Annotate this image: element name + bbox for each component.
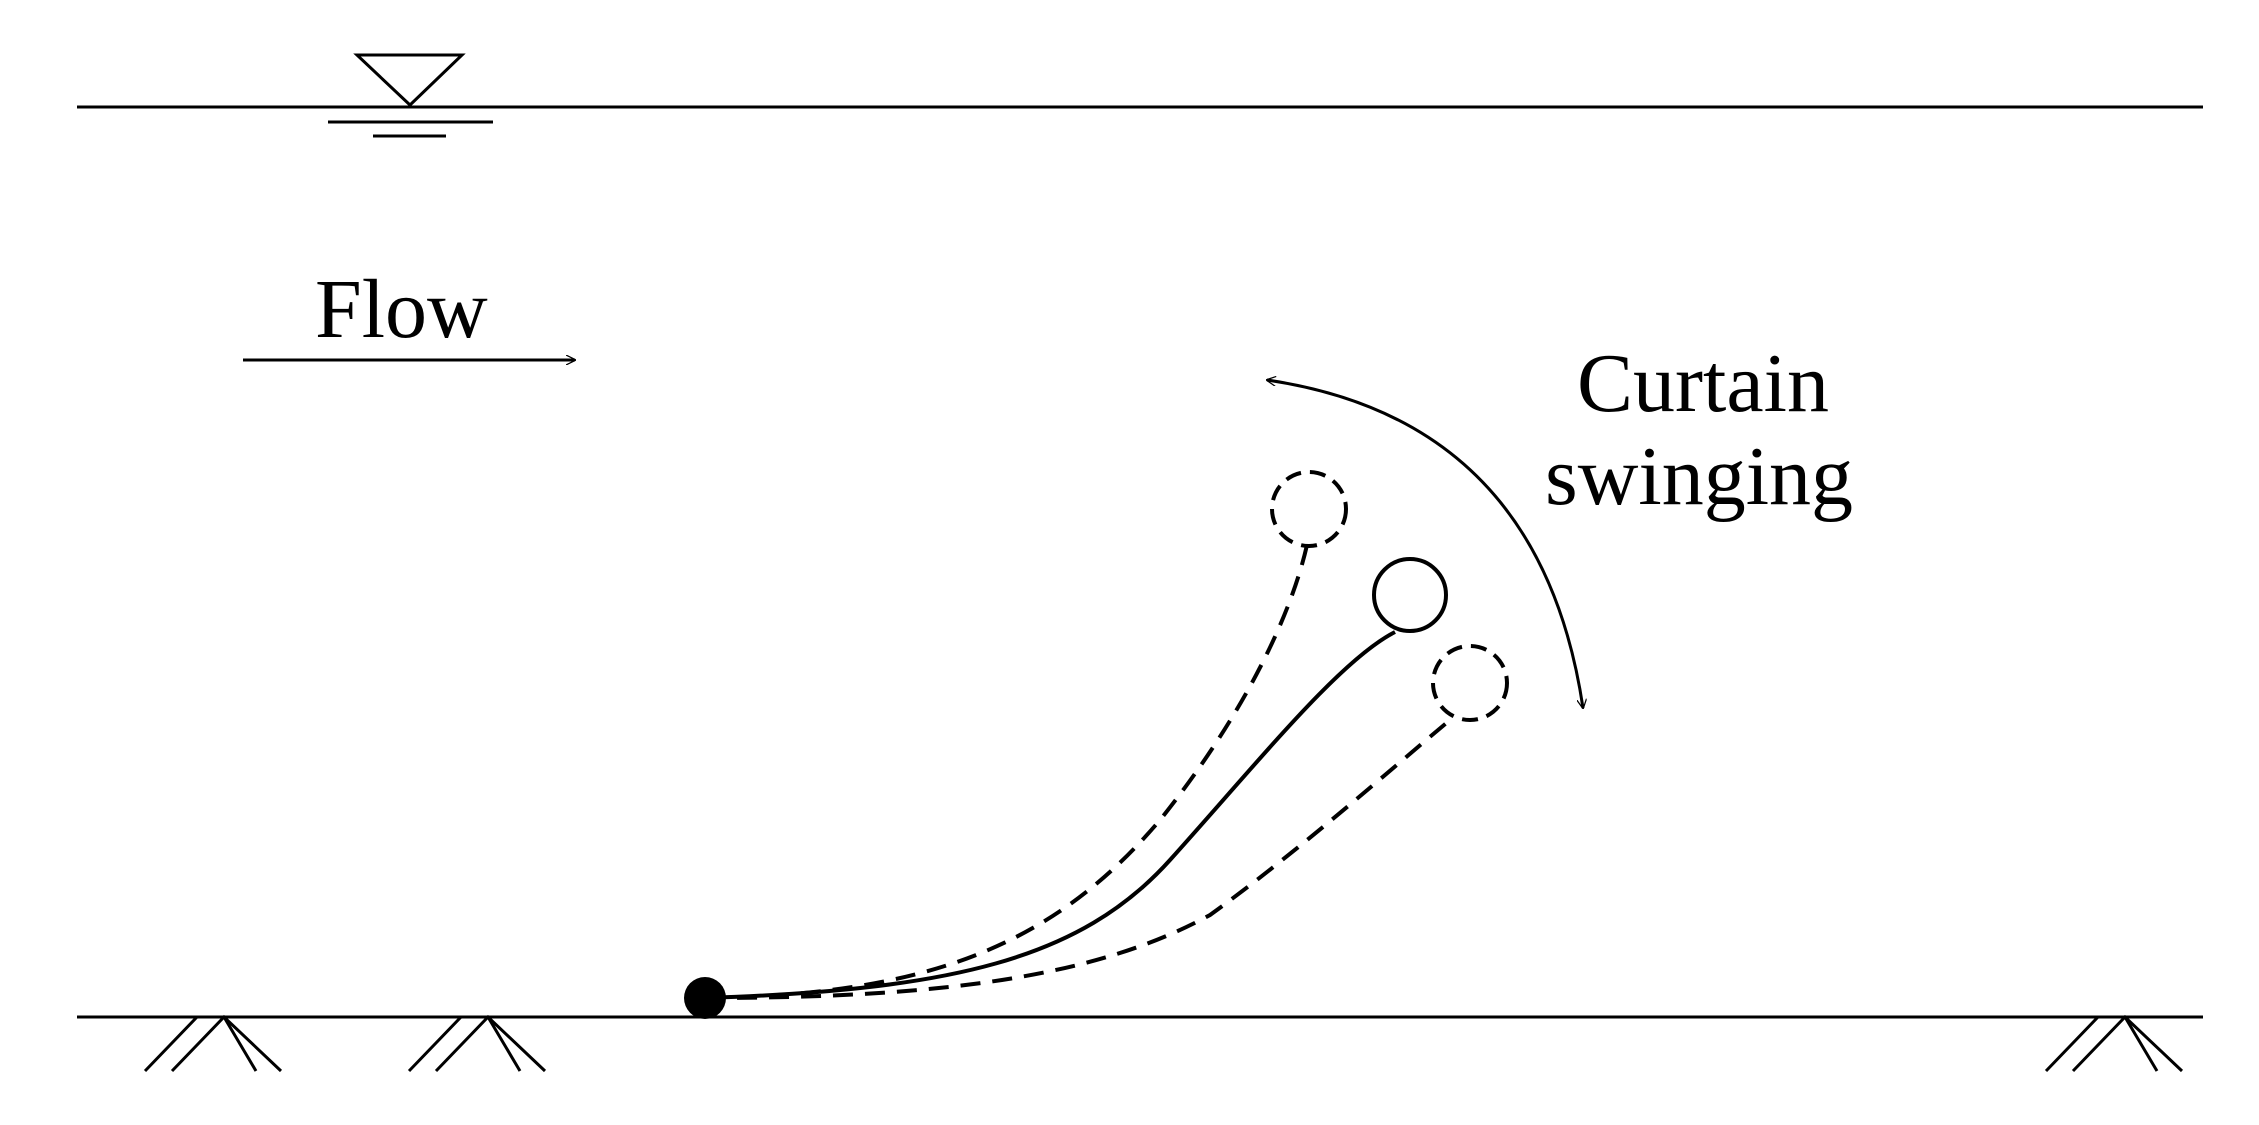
curtain-upper-dashed [704,544,1309,1000]
flow-label: Flow [315,263,488,356]
float-solid-icon [1372,557,1448,633]
float-upper-dashed-icon [1270,470,1348,548]
ground-hatch-icon [2044,1014,2184,1073]
ground-hatch-icon [407,1014,547,1073]
ground-hatch-icon [143,1014,283,1073]
water-level-triangle-icon [353,53,466,108]
curtain-swinging-label-line1: Curtain [1577,337,1829,430]
swing-arc-arrow-icon [1267,380,1583,708]
curtain-swinging-label-line2: swinging [1545,430,1853,523]
riverbed [77,1014,2203,1073]
water-surface [77,53,2203,138]
float-lower-dashed-icon [1431,644,1509,722]
curtain-solid [704,630,1396,1000]
curtain-group [684,470,1509,1019]
curtain-lower-dashed [704,718,1452,1000]
anchor-point-icon [684,977,726,1019]
